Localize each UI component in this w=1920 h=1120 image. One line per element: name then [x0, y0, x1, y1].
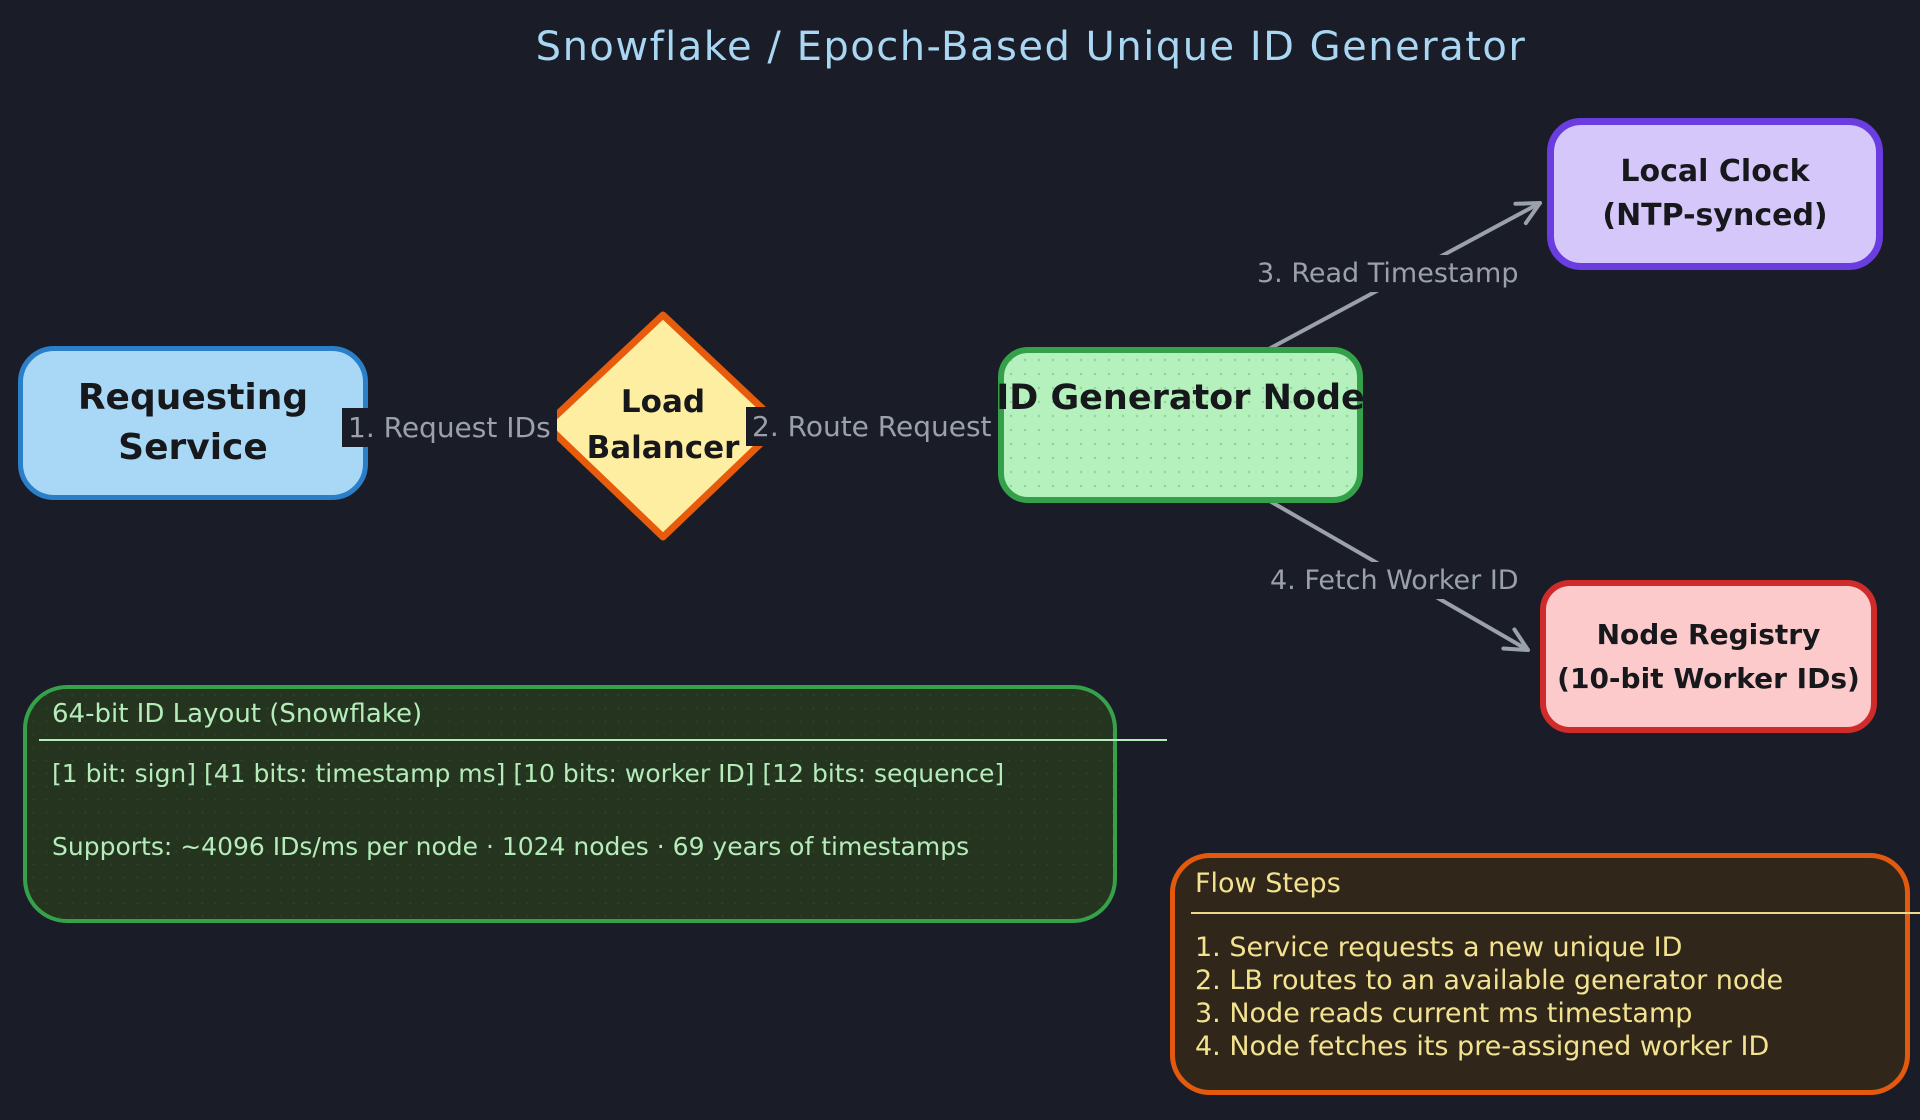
diagram-title: Snowflake / Epoch-Based Unique ID Genera…	[535, 24, 1527, 70]
id-layout-bit-fields: [1 bit: sign] [41 bits: timestamp ms] [1…	[52, 759, 1005, 788]
local-clock-label-line2: (NTP-synced)	[1602, 198, 1828, 233]
flow-steps-panel-separator	[1191, 912, 1920, 914]
edge-label-fetch-worker-id: 4. Fetch Worker ID	[1264, 562, 1525, 599]
edge-label-request-ids: 1. Request IDs	[342, 408, 557, 447]
id-layout-panel-title: 64-bit ID Layout (Snowflake)	[52, 699, 423, 729]
node-registry-node: Node Registry (10-bit Worker IDs)	[1540, 580, 1877, 733]
requesting-service-node: Requesting Service	[18, 346, 368, 500]
edge-label-route-request: 2. Route Request	[746, 407, 998, 446]
flow-steps-panel-title: Flow Steps	[1195, 868, 1341, 899]
local-clock-node: Local Clock (NTP-synced)	[1547, 118, 1883, 270]
load-balancer-node: Load Balancer	[563, 379, 763, 471]
requesting-service-label-line2: Service	[118, 427, 268, 468]
flow-step-3: 3. Node reads current ms timestamp	[1195, 998, 1693, 1029]
id-generator-label: ID Generator Node	[996, 378, 1365, 418]
node-registry-label-line2: (10-bit Worker IDs)	[1557, 662, 1860, 695]
id-layout-panel: 64-bit ID Layout (Snowflake) [1 bit: sig…	[23, 685, 1167, 923]
load-balancer-label-line2: Balancer	[586, 430, 740, 466]
flow-step-2: 2. LB routes to an available generator n…	[1195, 965, 1784, 996]
load-balancer-label-line1: Load	[620, 384, 706, 420]
edge-label-read-timestamp: 3. Read Timestamp	[1251, 255, 1525, 292]
flow-steps-list: 1. Service requests a new unique ID 2. L…	[1195, 931, 1783, 1063]
requesting-service-label-line1: Requesting	[77, 377, 309, 418]
flow-step-4: 4. Node fetches its pre-assigned worker …	[1195, 1031, 1770, 1062]
id-layout-capacity: Supports: ~4096 IDs/ms per node · 1024 n…	[52, 832, 970, 861]
id-layout-panel-separator	[39, 739, 1167, 741]
flow-step-1: 1. Service requests a new unique ID	[1195, 932, 1683, 963]
local-clock-label-line1: Local Clock	[1620, 154, 1810, 189]
id-generator-node: ID Generator Node	[996, 347, 1365, 503]
flow-steps-panel: Flow Steps 1. Service requests a new uni…	[1170, 853, 1920, 1095]
node-registry-label-line1: Node Registry	[1596, 618, 1821, 651]
